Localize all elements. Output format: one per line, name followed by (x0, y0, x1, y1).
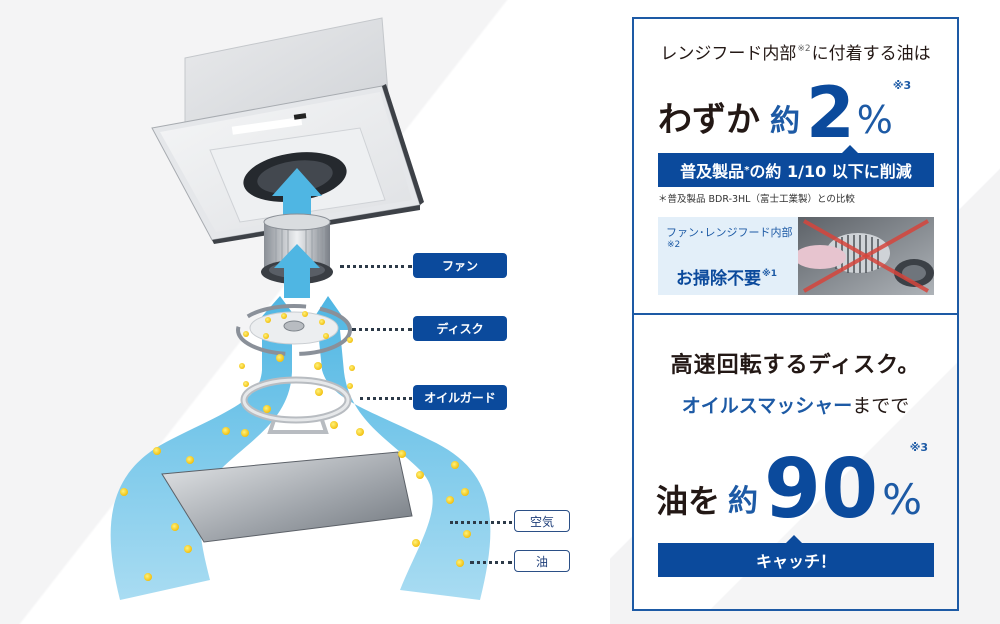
oil-capture-panel: 高速回転するディスク。 オイルスマッシャーまでで 油を 約 90 % ※3 キャ… (632, 313, 959, 611)
oil-guard-component (240, 376, 352, 434)
note-ref-3b: ※3 (909, 441, 929, 454)
no-cleaning-text: ファン･レンジフード内部※2 お掃除不要※1 (658, 217, 798, 295)
oil-adhesion-panel: レンジフード内部※2に付着する油は わずか 約 2 % ※3 普及製品*の約 1… (632, 17, 959, 315)
fan-label-text: ファン (441, 259, 478, 273)
airflow-stream (110, 244, 491, 600)
oil-guard-leader-line (360, 397, 412, 400)
baffle-panel (161, 451, 413, 543)
note-ref-1: ※1 (762, 268, 778, 279)
disk-leader-line (352, 328, 412, 331)
disk-component (236, 304, 352, 356)
headline-prefix: わずか (658, 100, 760, 140)
no-cleaning-box: ファン･レンジフード内部※2 お掃除不要※1 (658, 217, 934, 295)
banner-text-part2: の約 1/10 以下に削減 (749, 162, 912, 181)
oil-guard-label: オイルガード (413, 385, 507, 410)
oil-smasher-suffix: までで (852, 395, 910, 417)
air-legend-label: 空気 (514, 510, 570, 532)
headline-approx: 約 (770, 104, 800, 139)
capture-approx: 約 (728, 484, 759, 519)
comparison-footnote: ＊普及製品 BDR-3HL（富士工業製）との比較 (658, 194, 855, 205)
catch-banner: キャッチ！ (658, 535, 934, 577)
lead-text-part1: レンジフード内部 (660, 44, 797, 64)
note-ref-2: ※2 (797, 44, 811, 54)
air-legend-text: 空気 (529, 514, 554, 529)
range-hood-diagram: ファン ディスク オイルガード 空気 油 (110, 17, 570, 600)
no-cleaning-title-text: お掃除不要 (676, 268, 761, 289)
oil-adhesion-lead: レンジフード内部※2に付着する油は (634, 39, 957, 64)
air-leader-line (450, 521, 512, 524)
oil-guard-label-text: オイルガード (424, 391, 496, 405)
no-cleaning-subtitle-text: ファン･レンジフード内部 (666, 225, 793, 239)
reduction-banner: 普及製品*の約 1/10 以下に削減 (658, 145, 934, 187)
capture-number: 90 (764, 442, 879, 538)
capture-percent: % (882, 475, 923, 524)
note-ref-3: ※3 (892, 79, 912, 92)
oil-smasher-line: オイルスマッシャーまでで (634, 391, 957, 418)
no-cleaning-subtitle: ファン･レンジフード内部※2 (666, 224, 798, 258)
oil-legend-text: 油 (535, 554, 548, 569)
airflow-arrow-top (272, 168, 322, 228)
lead-text-part2: に付着する油は (811, 44, 931, 64)
exploded-view-illustration (110, 17, 491, 600)
banner-asterisk: * (744, 164, 750, 176)
disk-headline: 高速回転するディスク。 (670, 353, 921, 378)
note-ref-2b: ※2 (667, 239, 681, 250)
crossed-out-cleaning-icon (798, 217, 934, 295)
capture-headline: 油を 約 90 % ※3 (656, 433, 928, 538)
headline-number: 2 (806, 71, 855, 154)
disk-label-text: ディスク (436, 322, 484, 336)
fan-label: ファン (413, 253, 507, 278)
no-cleaning-title: お掃除不要※1 (666, 264, 798, 289)
oil-legend-label: 油 (514, 550, 570, 572)
disk-label: ディスク (413, 316, 507, 341)
banner-text-part1: 普及製品 (680, 162, 745, 181)
oil-smasher-name: オイルスマッシャー (681, 395, 853, 417)
fan-cleaning-photo (798, 217, 934, 295)
capture-prefix: 油を (656, 482, 721, 520)
headline-percent: % (856, 98, 893, 142)
oil-leader-line (470, 561, 512, 564)
oil-adhesion-headline: わずか 約 2 % ※3 (658, 71, 912, 154)
fan-leader-line (340, 265, 412, 268)
oil-drops (120, 311, 471, 581)
